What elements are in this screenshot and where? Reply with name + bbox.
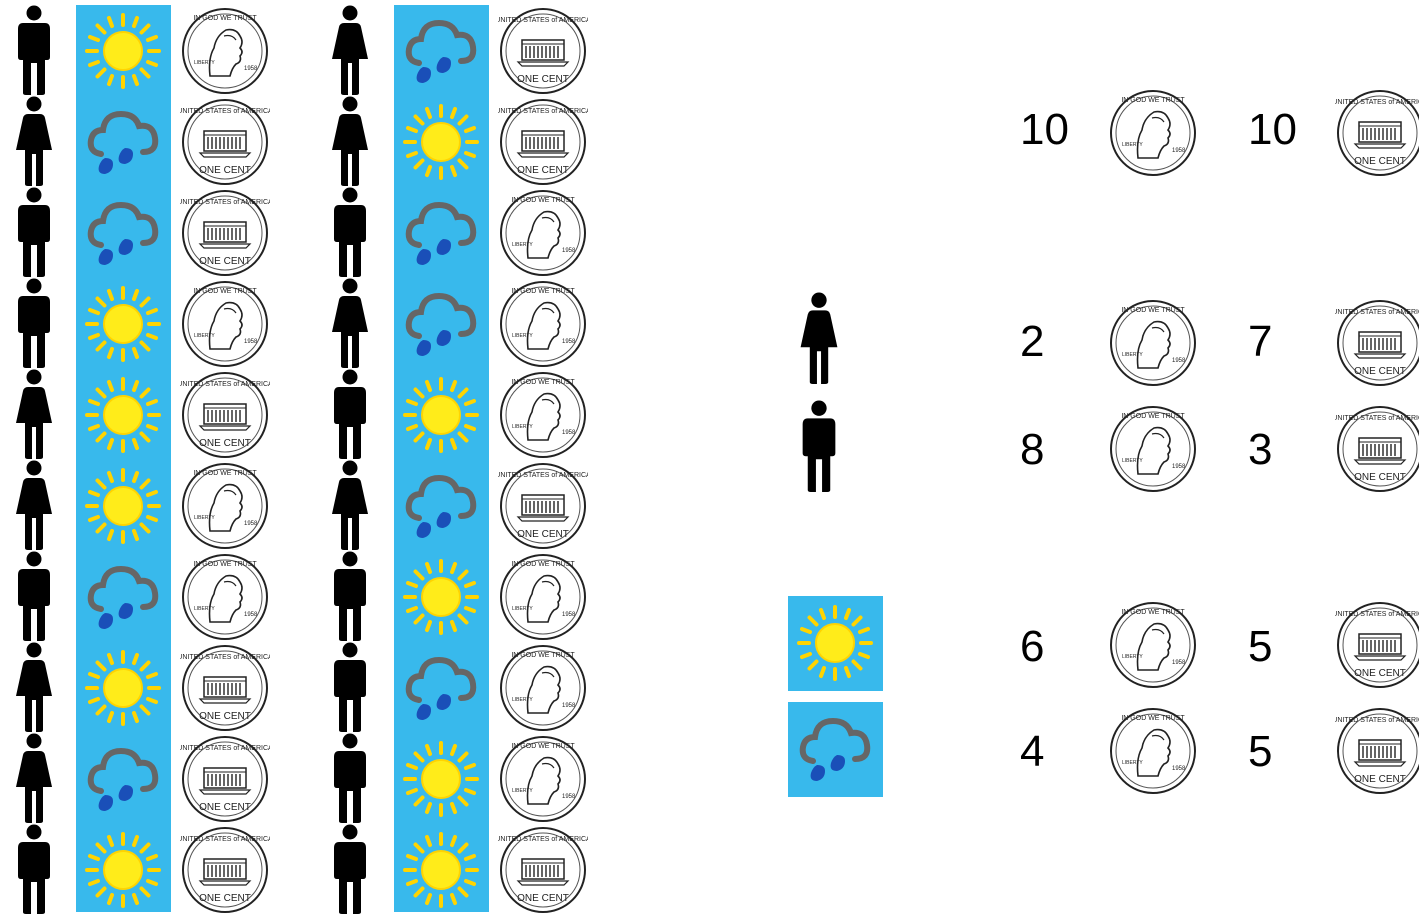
male-icon — [330, 551, 370, 641]
sun-heads-count: 6 — [1020, 622, 1045, 671]
sun-icon — [83, 284, 163, 364]
male-icon — [330, 642, 370, 732]
penny-tails-icon — [180, 734, 270, 824]
penny-tails-icon — [180, 825, 270, 915]
penny-heads-icon — [1108, 88, 1198, 178]
penny-heads-icon — [498, 279, 588, 369]
male-icon — [14, 551, 54, 641]
sun-icon — [83, 830, 163, 910]
female-icon — [330, 96, 370, 186]
penny-tails-icon — [498, 461, 588, 551]
female-tails-count: 7 — [1248, 317, 1273, 366]
penny-tails-icon — [180, 370, 270, 460]
penny-tails-icon — [180, 188, 270, 278]
rain-heads-count: 4 — [1020, 727, 1045, 776]
penny-heads-icon — [498, 188, 588, 278]
sun-icon — [401, 375, 481, 455]
penny-heads-icon — [180, 461, 270, 551]
rain-icon — [83, 102, 163, 182]
rain-icon — [83, 739, 163, 819]
penny-heads-icon — [180, 6, 270, 96]
female-icon — [330, 278, 370, 368]
penny-tails-icon — [1335, 600, 1419, 690]
sun-icon — [401, 739, 481, 819]
rain-icon — [401, 648, 481, 728]
male-icon — [330, 369, 370, 459]
male-icon — [798, 400, 840, 492]
total-tails-count: 10 — [1248, 105, 1297, 154]
rain-icon — [795, 709, 875, 789]
female-icon — [14, 733, 54, 823]
penny-heads-icon — [498, 552, 588, 642]
rain-legend-box — [788, 702, 883, 797]
female-icon — [798, 292, 840, 384]
sun-legend-box — [788, 596, 883, 691]
penny-tails-icon — [1335, 404, 1419, 494]
male-icon — [14, 278, 54, 368]
female-icon — [14, 369, 54, 459]
penny-heads-icon — [180, 552, 270, 642]
penny-heads-icon — [498, 370, 588, 460]
penny-heads-icon — [498, 734, 588, 824]
female-icon — [330, 5, 370, 95]
male-icon — [330, 824, 370, 914]
female-icon — [330, 460, 370, 550]
sun-icon — [401, 557, 481, 637]
female-icon — [14, 96, 54, 186]
sun-icon — [83, 648, 163, 728]
male-heads-count: 8 — [1020, 425, 1045, 474]
penny-tails-icon — [498, 825, 588, 915]
penny-tails-icon — [180, 643, 270, 733]
sun-icon — [795, 603, 875, 683]
male-icon — [14, 187, 54, 277]
rain-icon — [83, 193, 163, 273]
penny-tails-icon — [498, 6, 588, 96]
rain-icon — [83, 557, 163, 637]
penny-heads-icon — [1108, 706, 1198, 796]
rain-icon — [401, 466, 481, 546]
penny-tails-icon — [1335, 298, 1419, 388]
male-icon — [330, 733, 370, 823]
female-icon — [14, 642, 54, 732]
rain-icon — [401, 284, 481, 364]
male-tails-count: 3 — [1248, 425, 1273, 474]
female-heads-count: 2 — [1020, 317, 1045, 366]
penny-tails-icon — [180, 97, 270, 187]
penny-heads-icon — [1108, 404, 1198, 494]
total-heads-count: 10 — [1020, 105, 1069, 154]
penny-tails-icon — [1335, 706, 1419, 796]
male-icon — [14, 824, 54, 914]
male-icon — [330, 187, 370, 277]
sun-icon — [83, 375, 163, 455]
rain-icon — [401, 11, 481, 91]
penny-tails-icon — [1335, 88, 1419, 178]
penny-heads-icon — [1108, 600, 1198, 690]
penny-heads-icon — [498, 643, 588, 733]
rain-icon — [401, 193, 481, 273]
rain-tails-count: 5 — [1248, 727, 1273, 776]
male-icon — [14, 5, 54, 95]
sun-icon — [401, 102, 481, 182]
female-icon — [14, 460, 54, 550]
sun-icon — [83, 466, 163, 546]
penny-heads-icon — [180, 279, 270, 369]
sun-icon — [401, 830, 481, 910]
sun-icon — [83, 11, 163, 91]
penny-tails-icon — [498, 97, 588, 187]
sun-tails-count: 5 — [1248, 622, 1273, 671]
penny-heads-icon — [1108, 298, 1198, 388]
